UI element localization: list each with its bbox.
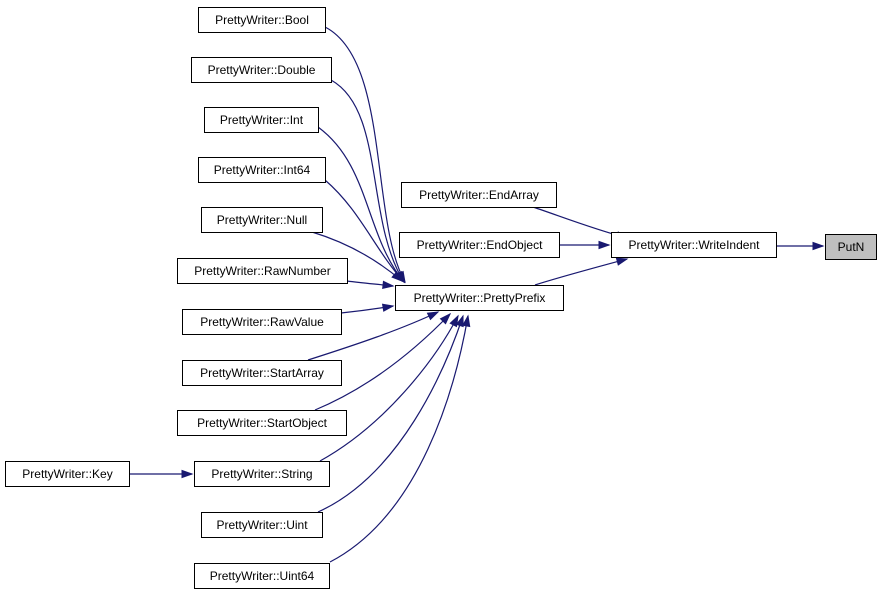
node-box	[401, 182, 557, 208]
node-endobject[interactable]: PrettyWriter::EndObject	[399, 232, 560, 258]
arrowhead-icon	[598, 240, 611, 250]
node-box	[177, 410, 347, 436]
arrowhead-icon	[455, 314, 464, 328]
edge-bool-to-prettyprefix	[324, 26, 406, 284]
node-string[interactable]: PrettyWriter::String	[194, 461, 330, 487]
node-box	[198, 7, 326, 33]
node-int64[interactable]: PrettyWriter::Int64	[198, 157, 326, 183]
node-startarray[interactable]: PrettyWriter::StartArray	[182, 360, 342, 386]
node-bool[interactable]: PrettyWriter::Bool	[198, 7, 326, 33]
edge-null-to-prettyprefix	[311, 231, 404, 282]
edge-rawvalue-to-prettyprefix	[340, 303, 395, 314]
edge-line	[311, 231, 403, 282]
node-label: PrettyWriter::Uint	[216, 518, 308, 532]
node-label: PrettyWriter::Int	[220, 113, 304, 127]
node-rawvalue[interactable]: PrettyWriter::RawValue	[182, 309, 342, 335]
edge-prettyprefix-to-writeindent	[534, 257, 629, 286]
node-box	[191, 57, 332, 83]
node-label: PrettyWriter::PrettyPrefix	[414, 291, 546, 305]
node-label: PrettyWriter::EndObject	[417, 238, 543, 252]
arrowhead-icon	[812, 241, 825, 251]
node-label: PrettyWriter::Uint64	[210, 569, 315, 583]
node-key[interactable]: PrettyWriter::Key	[5, 461, 130, 487]
node-box	[177, 258, 348, 284]
arrowhead-icon	[381, 303, 395, 312]
node-box	[395, 285, 564, 311]
edge-uint64-to-prettyprefix	[329, 314, 471, 563]
node-box	[611, 232, 777, 258]
edge-line	[319, 315, 459, 462]
node-label: PrettyWriter::String	[211, 467, 312, 481]
node-box	[201, 512, 323, 538]
node-double[interactable]: PrettyWriter::Double	[191, 57, 332, 83]
node-box	[194, 563, 330, 589]
edge-line	[324, 179, 405, 283]
edge-line	[324, 26, 406, 283]
edge-line	[329, 315, 469, 563]
node-endarray[interactable]: PrettyWriter::EndArray	[401, 182, 557, 208]
edge-endobject-to-writeindent	[559, 240, 611, 250]
arrowhead-icon	[439, 312, 452, 325]
node-box	[182, 360, 342, 386]
node-uint[interactable]: PrettyWriter::Uint	[201, 512, 323, 538]
node-label: PrettyWriter::Int64	[214, 163, 311, 177]
edge-startarray-to-prettyprefix	[307, 311, 440, 361]
edge-string-to-prettyprefix	[319, 314, 459, 462]
arrowhead-icon	[181, 469, 194, 479]
node-uint64[interactable]: PrettyWriter::Uint64	[194, 563, 330, 589]
edge-line	[317, 126, 405, 283]
node-label: PrettyWriter::Bool	[215, 13, 309, 27]
node-box	[399, 232, 560, 258]
arrowhead-icon	[382, 280, 395, 290]
edge-uint-to-prettyprefix	[317, 314, 464, 513]
node-putn[interactable]: PutN	[825, 234, 877, 260]
node-label: PrettyWriter::Key	[22, 467, 112, 481]
node-box	[182, 309, 342, 335]
edge-line	[307, 311, 439, 361]
node-box	[825, 234, 877, 260]
node-prettyprefix[interactable]: PrettyWriter::PrettyPrefix	[395, 285, 564, 311]
node-box	[5, 461, 130, 487]
edge-line	[314, 313, 451, 411]
node-rawnumber[interactable]: PrettyWriter::RawNumber	[177, 258, 348, 284]
arrowhead-icon	[449, 314, 459, 328]
node-int[interactable]: PrettyWriter::Int	[204, 107, 319, 133]
node-label: PrettyWriter::StartObject	[197, 416, 327, 430]
node-label: PrettyWriter::Double	[208, 63, 316, 77]
edge-line	[534, 258, 628, 286]
node-box	[198, 157, 326, 183]
call-nodes: PrettyWriter::BoolPrettyWriter::DoublePr…	[5, 7, 877, 589]
node-box	[201, 207, 323, 233]
node-writeindent[interactable]: PrettyWriter::WriteIndent	[611, 232, 777, 258]
edge-writeindent-to-putn	[775, 241, 825, 251]
call-edges	[129, 26, 825, 563]
node-label: PrettyWriter::EndArray	[419, 188, 539, 202]
edge-line	[330, 79, 405, 283]
node-box	[194, 461, 330, 487]
edge-key-to-string	[129, 469, 194, 479]
node-box	[204, 107, 319, 133]
arrowhead-icon	[426, 311, 440, 321]
edge-rawnumber-to-prettyprefix	[346, 280, 395, 290]
node-label: PutN	[838, 240, 865, 254]
node-label: PrettyWriter::Null	[217, 213, 307, 227]
node-label: PrettyWriter::WriteIndent	[629, 238, 761, 252]
node-label: PrettyWriter::RawValue	[200, 315, 324, 329]
arrowhead-icon	[462, 314, 471, 328]
arrowhead-icon	[391, 270, 404, 282]
edge-startobject-to-prettyprefix	[314, 312, 452, 411]
node-null[interactable]: PrettyWriter::Null	[201, 207, 323, 233]
arrowhead-icon	[615, 257, 629, 266]
node-startobject[interactable]: PrettyWriter::StartObject	[177, 410, 347, 436]
node-label: PrettyWriter::RawNumber	[194, 264, 330, 278]
edge-line	[317, 315, 464, 513]
node-label: PrettyWriter::StartArray	[200, 366, 324, 380]
